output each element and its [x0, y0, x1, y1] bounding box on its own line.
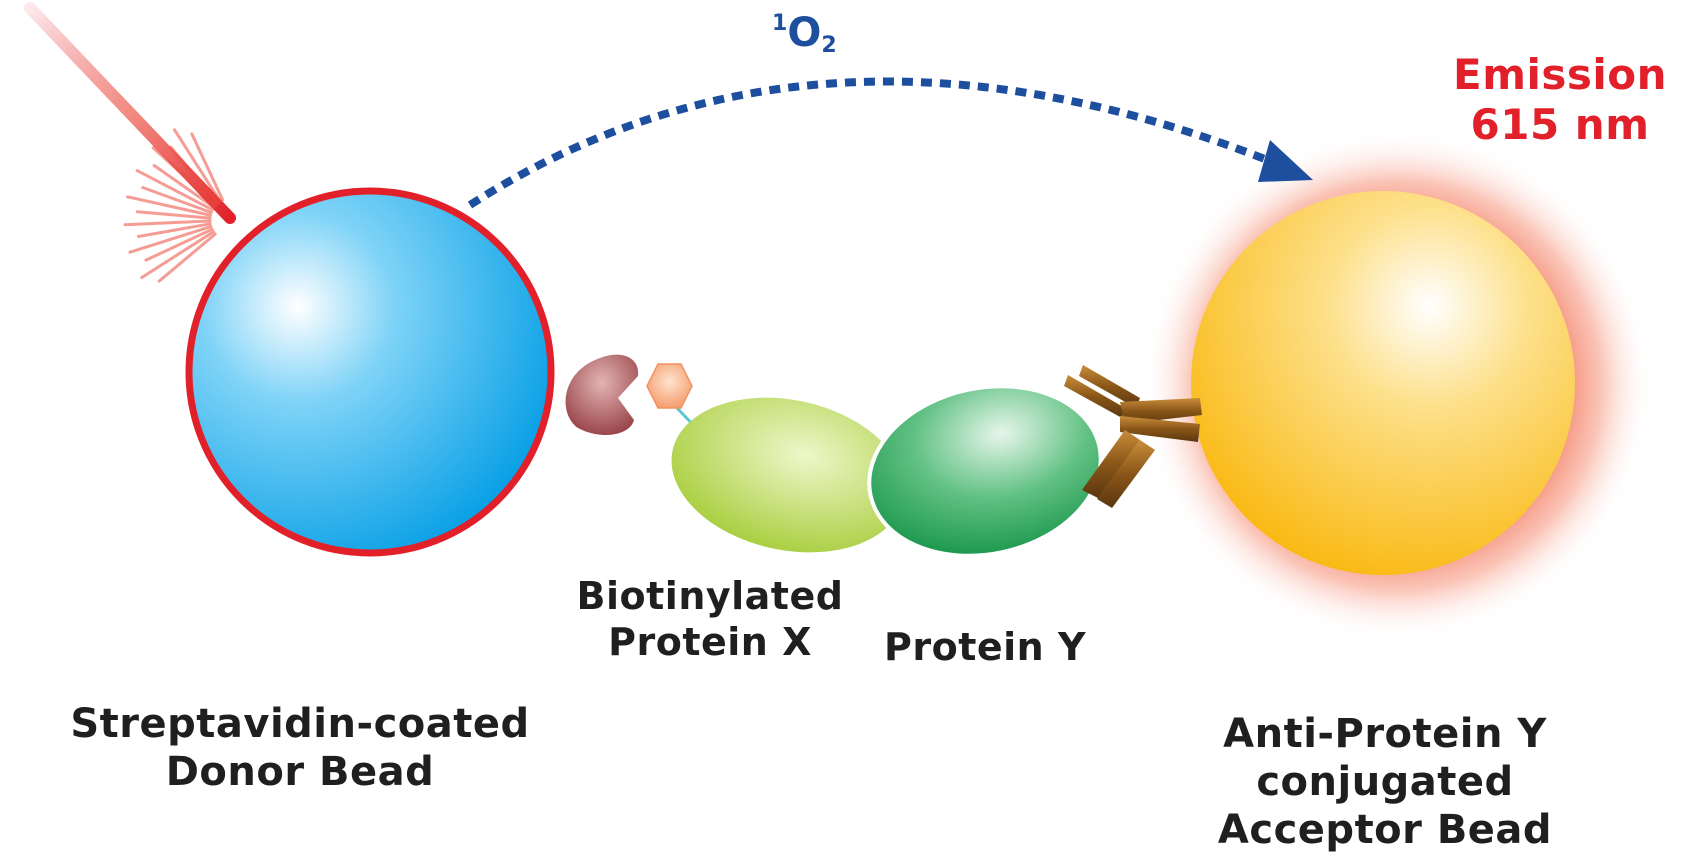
biotin [646, 363, 693, 409]
excitation-ray [151, 146, 218, 207]
donor-bead [185, 187, 555, 557]
excitation-ray [141, 186, 213, 214]
protein-x-line1: Biotinylated [576, 574, 844, 618]
singlet-oxygen-label: 1O2 [772, 10, 837, 58]
excitation-ray [152, 164, 216, 209]
laser-beam [24, 2, 236, 224]
o2-base: O [787, 10, 822, 56]
protein-y-label: Protein Y [860, 625, 1110, 671]
protein-x [671, 397, 905, 553]
o2-subscript: 2 [821, 33, 837, 58]
biotinylated-protein-x-label: Biotinylated Protein X [560, 574, 860, 665]
excitation-ray [157, 232, 217, 283]
excitation-ray [169, 145, 220, 205]
emission-label: Emission 615 nm [1440, 50, 1680, 151]
emission-line1: Emission [1453, 50, 1667, 99]
excitation-ray [128, 225, 213, 254]
acceptor-bead-label: Anti-Protein Y conjugated Acceptor Bead [1090, 710, 1680, 854]
donor-line1: Streptavidin-coated [70, 701, 530, 747]
excitation-ray [140, 230, 215, 279]
donor-bead-label: Streptavidin-coated Donor Bead [40, 700, 560, 796]
acceptor-line2: Acceptor Bead [1217, 807, 1553, 853]
protein-y-text: Protein Y [884, 625, 1086, 669]
excitation-ray [190, 132, 225, 202]
excitation-ray [144, 227, 214, 262]
excitation-ray [173, 128, 222, 203]
acceptor-bead [1191, 191, 1575, 575]
excitation-ray [135, 210, 212, 220]
alphascreen-diagram [24, 2, 1652, 640]
protein-x-line2: Protein X [608, 619, 812, 664]
o2-superscript: 1 [772, 11, 788, 36]
excitation-ray [123, 219, 212, 227]
excitation-rays [123, 128, 225, 283]
emission-line2: 615 nm [1470, 100, 1650, 150]
protein-y [867, 384, 1103, 558]
acceptor-line1: Anti-Protein Y conjugated [1223, 711, 1547, 805]
singlet-oxygen-arrow [467, 77, 1313, 209]
streptavidin [565, 354, 639, 435]
antibody [1064, 365, 1202, 508]
donor-line2: Donor Bead [165, 749, 435, 795]
excitation-ray [126, 195, 213, 217]
excitation-ray [135, 169, 214, 212]
excitation-ray [136, 222, 212, 238]
